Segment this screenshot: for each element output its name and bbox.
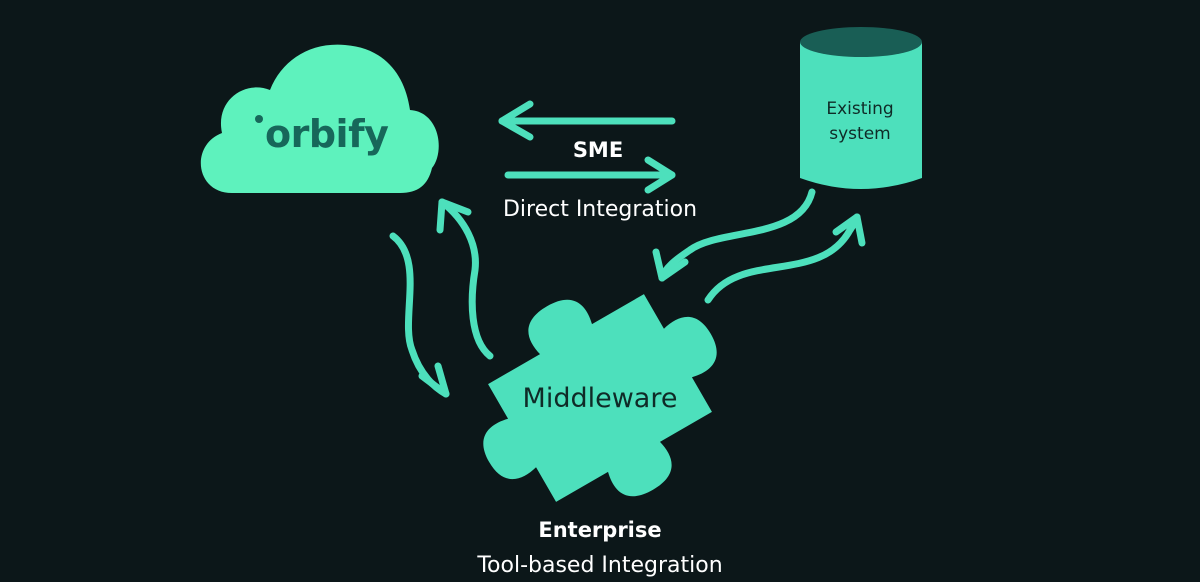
existing-system-database: Existing system (800, 27, 922, 189)
cloud-shape (200, 44, 439, 193)
arrow-to-orbify-head (498, 100, 534, 141)
orbify-logo-text: orbify (265, 112, 389, 156)
arrow-to-system-head (644, 156, 676, 194)
enterprise-label: Enterprise (538, 518, 661, 542)
direct-integration-label: Direct Integration (503, 197, 697, 222)
logo-dot (255, 115, 263, 123)
middleware-label: Middleware (523, 383, 678, 414)
middleware-cloud-arrows (389, 198, 494, 398)
arrow-database-to-middleware (658, 188, 816, 282)
arrow-database-to-middleware-head (652, 248, 689, 282)
cylinder-top (800, 27, 922, 57)
sme-label: SME (573, 138, 623, 162)
tool-based-integration-label: Tool-based Integration (476, 553, 722, 578)
middleware-database-arrows (652, 188, 866, 304)
database-label-line2: system (829, 124, 890, 144)
cylinder-body (800, 42, 922, 189)
orbify-cloud: orbify (200, 44, 439, 193)
database-label-line1: Existing (826, 99, 893, 119)
arrow-middleware-to-cloud (438, 198, 494, 360)
middleware-puzzle-piece (483, 294, 717, 502)
arrow-middleware-to-cloud-head (436, 198, 472, 234)
arrow-cloud-to-middleware-head (418, 362, 450, 398)
direct-arrows (498, 100, 676, 194)
arrow-middleware-to-database-head (832, 213, 866, 247)
puzzle-shape (483, 294, 717, 502)
